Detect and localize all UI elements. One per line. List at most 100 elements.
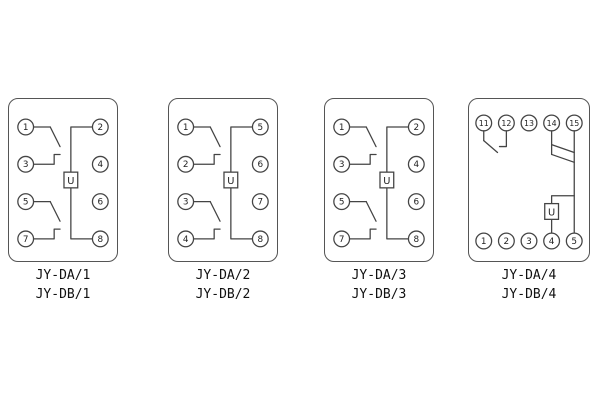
terminal: 7 [17,230,35,248]
diagram-border: U 1 3 5 7 2 [8,98,118,262]
contact-blade [483,140,499,154]
terminal: 1 [475,232,493,250]
terminal-circle [17,155,35,173]
coil-box [223,171,239,189]
contact-blade [550,143,575,154]
terminal-circle [17,230,35,248]
model-label: JY-DB/4 [501,286,557,302]
terminal-circle [177,193,195,211]
terminal-number: 2 [504,237,510,247]
terminal-circle [520,114,538,132]
terminal-number: 6 [413,198,419,208]
relay-schematic: U 1 2 3 4 5 [177,118,269,248]
terminal-number: 8 [97,235,103,245]
relay-diagram-1: U 1 3 5 7 2 [8,98,118,305]
terminal: 2 [91,118,109,136]
terminal: 4 [407,155,425,173]
terminal-number: 3 [183,198,189,208]
terminal: 5 [565,232,583,250]
relay-diagram-4: U 11 12 13 14 [468,98,590,305]
terminal: 2 [177,155,195,173]
wire [230,187,254,240]
contact-blade [209,126,221,148]
terminal: 5 [333,193,351,211]
terminal-number: 3 [23,160,29,170]
terminal: 6 [407,193,425,211]
terminal: 2 [407,118,425,136]
terminal-number: 3 [339,160,345,170]
terminal: 5 [251,118,269,136]
terminal-number: 5 [257,123,263,133]
model-labels: JY-DA/4 JY-DB/4 [502,267,557,305]
diagram-border: U 1 3 5 7 2 [324,98,434,262]
terminal: 3 [177,193,195,211]
terminal: 6 [251,155,269,173]
terminal: 6 [91,193,109,211]
terminal-number: 6 [257,160,263,170]
terminal-circle [177,155,195,173]
terminal-number: 4 [549,237,555,247]
terminal-circle [407,118,425,136]
terminal-number: 7 [339,235,345,245]
terminal-number: 2 [97,123,103,133]
diagram-border: U 1 2 3 4 5 [168,98,278,262]
terminal: 12 [497,114,515,132]
terminal-number: 5 [339,198,345,208]
terminal: 13 [520,114,538,132]
terminal-circle [251,155,269,173]
terminal-number: 15 [569,119,579,128]
model-label: JY-DA/3 [351,268,407,283]
model-label: JY-DB/3 [351,286,407,302]
terminal: 8 [407,230,425,248]
contact-blade [365,200,377,222]
contact-blade [550,153,575,163]
terminal-circle [520,232,538,250]
terminal-number: 8 [413,235,419,245]
terminal-number: 8 [257,235,263,245]
wire-group [32,126,94,240]
terminal-circle [565,114,583,132]
terminal-number: 11 [479,119,489,128]
wire-group [192,126,254,240]
terminal-circle [475,232,493,250]
terminal-circle [251,118,269,136]
model-label: JY-DA/2 [195,268,251,283]
wire [70,126,94,173]
terminal-circle [17,118,35,136]
terminal-number: 12 [501,119,511,128]
wire [32,153,61,165]
terminal-circle [251,193,269,211]
terminal: 7 [333,230,351,248]
wire [192,228,221,240]
terminal: 15 [565,114,583,132]
terminal-circle [251,230,269,248]
wire-group [348,126,410,240]
terminal-circle [407,155,425,173]
terminal-circle [91,118,109,136]
model-label: JY-DB/2 [195,286,251,302]
wire [348,228,377,240]
terminal-circle [17,193,35,211]
terminal-number: 5 [23,198,29,208]
wire [32,228,61,240]
terminal: 5 [17,193,35,211]
terminal-circle [177,118,195,136]
contact-blade [49,200,61,222]
terminal-number: 7 [23,235,29,245]
terminal-circle [91,230,109,248]
terminal: 11 [475,114,493,132]
terminal-circle [333,230,351,248]
model-labels: JY-DA/1 JY-DB/1 [36,267,91,305]
coil-label: U [67,176,74,187]
terminal-number: 5 [571,237,577,247]
terminal-number: 6 [97,198,103,208]
contact-blade [365,126,377,148]
terminal-number: 1 [339,123,345,133]
terminal-number: 13 [524,119,534,128]
terminal-circle [565,232,583,250]
contact-blade [49,126,61,148]
wire-group [483,130,575,234]
model-label: JY-DB/1 [35,286,91,302]
coil-label: U [227,176,234,187]
